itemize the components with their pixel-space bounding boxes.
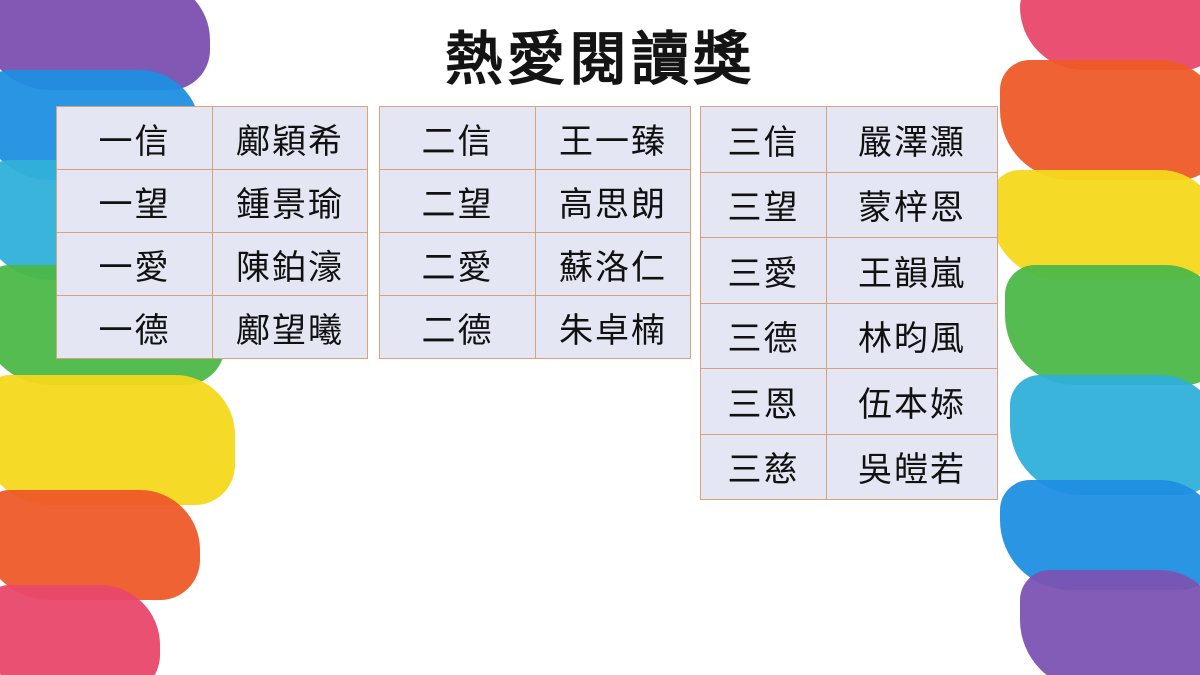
- table-row: 三慈吳皚若: [700, 433, 998, 500]
- student-name-cell: 高思朗: [535, 169, 691, 233]
- table-row: 二望高思朗: [379, 169, 691, 233]
- class-cell: 一望: [56, 169, 213, 233]
- class-cell: 三愛: [700, 237, 827, 304]
- table-row: 三愛王韻嵐: [700, 237, 998, 304]
- student-name-cell: 吳皚若: [826, 433, 998, 500]
- table-row: 三望蒙梓恩: [700, 171, 998, 238]
- student-name-cell: 鄺穎希: [212, 106, 368, 170]
- class-cell: 二信: [379, 106, 536, 170]
- student-name-cell: 嚴澤灝: [826, 106, 998, 173]
- table-row: 一德鄺望曦: [56, 295, 368, 359]
- table-row: 一愛陳鉑濠: [56, 232, 368, 296]
- table-row: 二信王一臻: [379, 106, 691, 170]
- student-name-cell: 林昀風: [826, 302, 998, 369]
- student-name-cell: 王韻嵐: [826, 237, 998, 304]
- class-cell: 二愛: [379, 232, 536, 296]
- class-cell: 二德: [379, 295, 536, 359]
- class-cell: 三信: [700, 106, 827, 173]
- class-cell: 三恩: [700, 368, 827, 435]
- rainbow-stripes-right: [990, 0, 1200, 675]
- student-name-cell: 蘇洛仁: [535, 232, 691, 296]
- award-table-grade-1: 一信鄺穎希一望鍾景瑜一愛陳鉑濠一德鄺望曦: [56, 106, 368, 359]
- table-row: 三信嚴澤灝: [700, 106, 998, 173]
- page-title: 熱愛閱讀獎: [444, 25, 755, 93]
- class-cell: 一信: [56, 106, 213, 170]
- student-name-cell: 蒙梓恩: [826, 171, 998, 238]
- table-row: 三德林昀風: [700, 302, 998, 369]
- student-name-cell: 鍾景瑜: [212, 169, 368, 233]
- award-table-grade-3: 三信嚴澤灝三望蒙梓恩三愛王韻嵐三德林昀風三恩伍本婖三慈吳皚若: [700, 106, 998, 500]
- table-row: 一信鄺穎希: [56, 106, 368, 170]
- table-row: 三恩伍本婖: [700, 368, 998, 435]
- student-name-cell: 陳鉑濠: [212, 232, 368, 296]
- class-cell: 三慈: [700, 433, 827, 500]
- class-cell: 二望: [379, 169, 536, 233]
- class-cell: 三德: [700, 302, 827, 369]
- table-row: 二德朱卓楠: [379, 295, 691, 359]
- student-name-cell: 伍本婖: [826, 368, 998, 435]
- student-name-cell: 鄺望曦: [212, 295, 368, 359]
- table-row: 二愛蘇洛仁: [379, 232, 691, 296]
- student-name-cell: 王一臻: [535, 106, 691, 170]
- class-cell: 三望: [700, 171, 827, 238]
- student-name-cell: 朱卓楠: [535, 295, 691, 359]
- class-cell: 一德: [56, 295, 213, 359]
- award-table-grade-2: 二信王一臻二望高思朗二愛蘇洛仁二德朱卓楠: [379, 106, 691, 359]
- class-cell: 一愛: [56, 232, 213, 296]
- table-row: 一望鍾景瑜: [56, 169, 368, 233]
